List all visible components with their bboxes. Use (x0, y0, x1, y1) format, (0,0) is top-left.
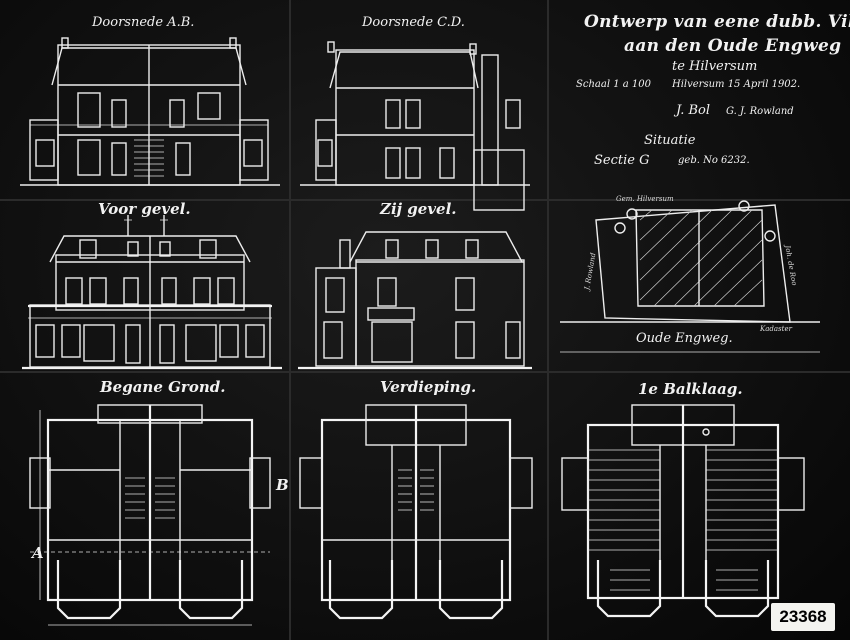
beam-layer-title: 1e Balklaag. (638, 380, 743, 398)
signature-2: G. J. Rowland (726, 106, 794, 117)
ground-floor-title: Begane Grond. (100, 378, 226, 396)
front-elevation-drawing (22, 215, 282, 370)
section-cd-drawing (300, 41, 530, 211)
situation-title: Situatie (644, 133, 696, 148)
plan-marker-b: B (276, 476, 289, 494)
ground-floor-plan (29, 404, 271, 626)
situation-section: Sectie G (594, 153, 650, 168)
section-ab-title: Doorsnede A.B. (92, 15, 195, 30)
cartouche-scale: Schaal 1 a 100 (576, 79, 651, 90)
situation-plan-drawing (560, 200, 820, 353)
situation-parcel: geb. No 6232. (678, 155, 750, 166)
beam-layer-plan (561, 404, 805, 618)
plan-marker-a: A (32, 544, 44, 562)
archive-number-label: 23368 (771, 603, 835, 631)
cartouche-title-line3: te Hilversum (672, 59, 758, 74)
side-elevation-title: Zij gevel. (380, 200, 457, 218)
cartouche-title-line1: Ontwerp van eene dubb. Villa (584, 12, 850, 32)
front-elevation-title: Voor gevel. (98, 200, 191, 218)
first-floor-title: Verdieping. (380, 378, 477, 396)
cartouche-date: Hilversum 15 April 1902. (672, 79, 801, 90)
situation-label-1: Gem. Hilversum (616, 195, 674, 203)
section-ab-drawing (20, 37, 280, 186)
section-cd-title: Doorsnede C.D. (362, 15, 465, 30)
signature-1: J. Bol (676, 103, 711, 118)
first-floor-plan (299, 404, 533, 620)
situation-label-4: Kadaster (760, 325, 792, 333)
situation-street: Oude Engweg. (636, 331, 733, 346)
cartouche-title-line2: aan den Oude Engweg (624, 36, 842, 56)
side-elevation-drawing (298, 231, 532, 370)
